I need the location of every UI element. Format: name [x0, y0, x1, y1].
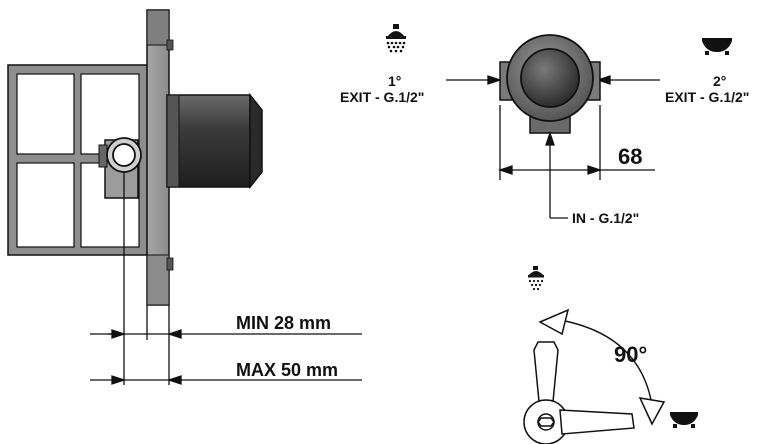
min-depth-label: MIN 28 mm [236, 313, 331, 333]
exit-2-label: EXIT - G.1/2" [665, 89, 749, 105]
width-dimension-label: 68 [618, 144, 642, 169]
cartridge-cylinder [166, 92, 263, 190]
shower-head-icon [528, 266, 544, 291]
lever-handle [523, 341, 635, 444]
exit-1-label: EXIT - G.1/2" [340, 89, 424, 105]
rotation-detail: 90° [523, 266, 698, 444]
exit-1-number: 1° [388, 73, 401, 89]
max-depth-label: MAX 50 mm [236, 360, 338, 380]
arc-arrowhead-top [538, 308, 570, 336]
side-view: MIN 28 mm MAX 50 mm [7, 9, 362, 385]
valve-body [98, 137, 142, 199]
front-view: 1° EXIT - G.1/2" 2° EXIT - G.1/2" 68 [340, 24, 749, 226]
depth-dimensions [90, 172, 362, 385]
mounting-frame [7, 64, 149, 256]
rotation-angle-label: 90° [614, 342, 647, 367]
inlet-label: IN - G.1/2" [572, 210, 639, 226]
arc-arrowhead-bottom [638, 397, 666, 426]
inlet-leader [545, 130, 568, 219]
width-dimension [497, 105, 655, 180]
bathtub-icon [670, 412, 698, 428]
bathtub-icon [702, 38, 732, 55]
exit-2-number: 2° [713, 73, 726, 89]
exit-leader-lines [446, 75, 660, 85]
diverter-front-body [499, 34, 601, 134]
rotation-arc [559, 319, 653, 406]
wall-plate [146, 9, 174, 306]
shower-head-icon [386, 24, 406, 53]
